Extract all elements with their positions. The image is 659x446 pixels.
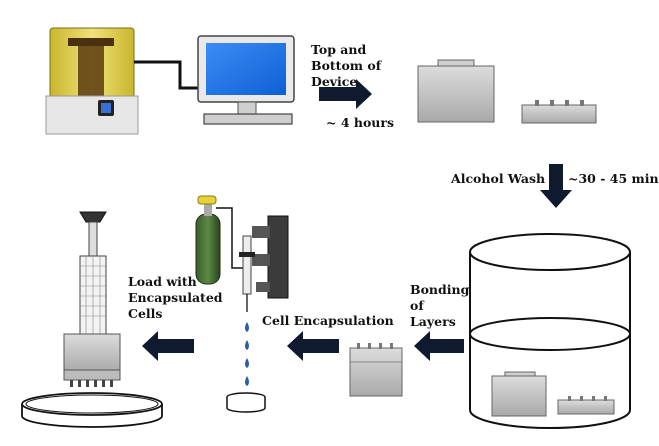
multichannel-pipette-icon — [63, 211, 121, 387]
petri-dish-icon — [21, 392, 163, 428]
droplets-icon — [245, 322, 249, 386]
arrow-icon — [287, 331, 339, 361]
arrow-icon — [142, 331, 194, 361]
arrow-icon — [414, 331, 464, 361]
encapsulation-step-label: Cell Encapsulation — [262, 313, 394, 328]
gas-cylinder-icon — [195, 195, 221, 285]
wash-step-label: Alcohol Wash — [451, 171, 546, 186]
arrow-icon — [540, 164, 572, 208]
device-parts-icon — [417, 59, 597, 124]
alcohol-bath-icon — [469, 233, 631, 429]
print-time-label: ~ 4 hours — [326, 115, 395, 130]
arrow-icon — [319, 79, 372, 109]
wash-time-label: ~30 - 45 min — [568, 171, 659, 186]
computer-monitor-icon — [197, 35, 295, 125]
bonding-step-label: Bonding of Layers — [410, 282, 470, 329]
gas-line — [216, 207, 246, 269]
collection-dish-icon — [226, 392, 266, 413]
loading-step-label: Load with Encapsulated Cells — [128, 274, 223, 321]
bonded-device-icon — [349, 343, 403, 397]
print-step-label: Top and Bottom of Device — [311, 42, 382, 89]
3d-printer-icon — [45, 27, 139, 135]
printer-cable — [134, 60, 200, 90]
syringe-pump-icon — [239, 215, 289, 312]
